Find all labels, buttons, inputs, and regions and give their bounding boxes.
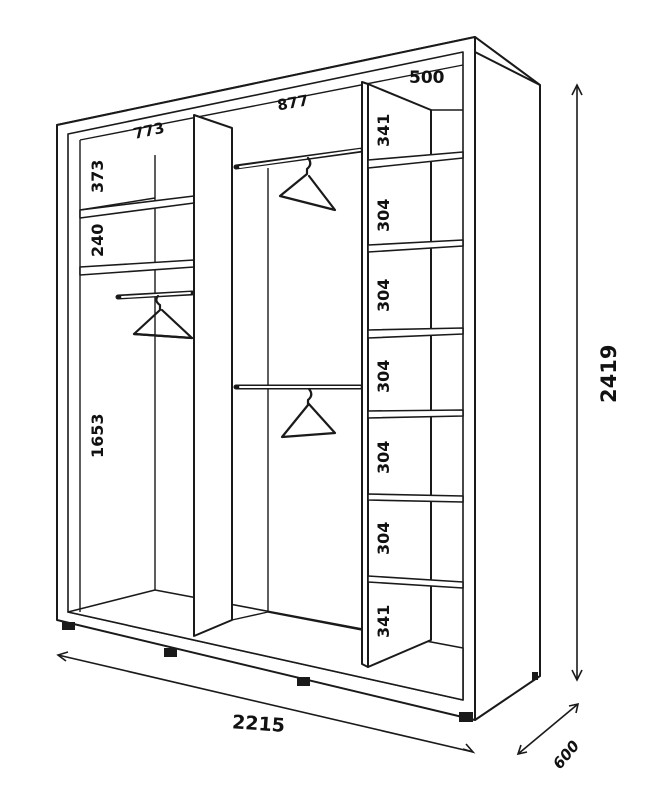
feet bbox=[62, 622, 538, 722]
dim-right-shelf-5: 304 bbox=[374, 441, 393, 474]
dim-overall-depth: 600 bbox=[549, 737, 583, 773]
dim-right-width: 500 bbox=[409, 68, 445, 88]
right-shelves bbox=[367, 109, 464, 589]
right-shelf-3 bbox=[367, 327, 464, 339]
foot-front-mid-right bbox=[297, 677, 310, 686]
right-divider-panel bbox=[367, 83, 432, 668]
foot-back-right bbox=[532, 672, 538, 680]
dim-middle-width: 877 bbox=[276, 91, 310, 114]
dim-right-shelf-4: 304 bbox=[374, 360, 393, 393]
dim-overall-height: 2419 bbox=[597, 345, 621, 403]
right-shelf-6 bbox=[367, 575, 464, 589]
dim-right-shelf-7: 341 bbox=[374, 605, 393, 638]
right-shelf-4 bbox=[367, 409, 464, 419]
middle-floor-edge bbox=[231, 611, 269, 621]
right-shelf-2 bbox=[367, 239, 464, 253]
left-hanging-rod-highlight bbox=[121, 292, 191, 298]
dim-right-shelf-3: 304 bbox=[374, 279, 393, 312]
middle-lower-hanger-icon bbox=[280, 387, 337, 439]
left-shelf-1-back bbox=[79, 197, 156, 211]
right-shelf-5 bbox=[367, 493, 464, 503]
middle-floor-back bbox=[267, 611, 363, 631]
width-dimension-arrow bbox=[56, 651, 476, 754]
height-dimension-arrow bbox=[571, 83, 583, 682]
dim-left-shelf-top: 373 bbox=[88, 160, 107, 193]
foot-front-left bbox=[62, 622, 75, 630]
foot-front-right bbox=[459, 712, 473, 722]
depth-dimension-arrow bbox=[516, 702, 580, 756]
middle-section bbox=[231, 147, 365, 631]
middle-left-divider bbox=[193, 114, 233, 637]
middle-upper-rod-highlight bbox=[239, 149, 361, 168]
right-side-panel bbox=[474, 36, 541, 721]
left-hanger-icon bbox=[132, 294, 194, 340]
middle-upper-hanger-icon bbox=[278, 156, 337, 212]
dim-right-shelf-1: 341 bbox=[374, 114, 393, 147]
dim-overall-width: 2215 bbox=[231, 711, 285, 737]
foot-front-mid-left bbox=[164, 648, 177, 657]
dim-left-shelf-second: 240 bbox=[88, 224, 107, 257]
dim-right-shelf-6: 304 bbox=[374, 522, 393, 555]
dim-right-shelf-2: 304 bbox=[374, 199, 393, 232]
dim-left-hanging: 1653 bbox=[88, 413, 107, 458]
back-top-edge bbox=[79, 64, 464, 141]
right-shelf-1 bbox=[367, 151, 464, 169]
bottom-panel bbox=[67, 589, 464, 701]
